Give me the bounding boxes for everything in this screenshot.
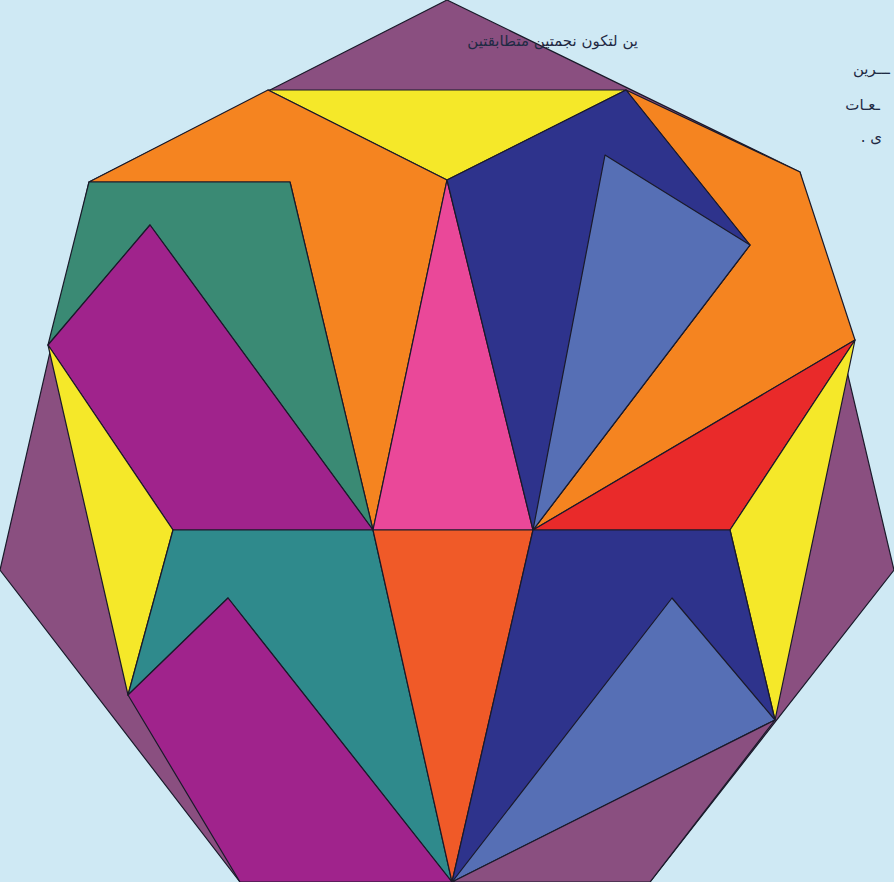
blue-triangle <box>452 598 775 882</box>
purple-triangle <box>452 720 775 882</box>
text-fragment: ى . <box>861 128 882 146</box>
text-fragment: ين لتكون نجمتين متطابقتين <box>467 32 638 50</box>
navy-piece <box>452 530 775 882</box>
text-fragment: ـــرين <box>853 60 890 78</box>
text-fragment: ـعـات <box>845 96 880 114</box>
